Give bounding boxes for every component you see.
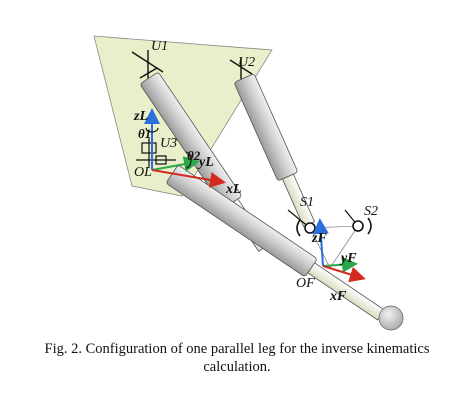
label-zL: zL [133,109,148,124]
u3-joint-icon [136,138,176,168]
figure-caption: Fig. 2. Configuration of one parallel le… [0,340,474,376]
yF-axis [322,256,358,273]
label-zF: zF [311,231,327,246]
yL-axis [151,156,200,173]
label-yF: yF [339,251,357,266]
caption-line-2: calculation. [203,359,271,375]
label-u3: U3 [160,136,177,151]
label-oL: OL [134,165,152,180]
label-theta2: θ2 [187,148,201,163]
caption-line-1: Fig. 2. Configuration of one parallel le… [44,341,430,357]
s2-joint-icon [352,220,364,232]
foot [378,305,404,331]
xF-axis [322,265,366,283]
theta1-rotation-icon [145,127,159,133]
xL-axis [151,169,226,188]
label-xL: xL [225,182,242,197]
label-yL: yL [197,155,214,170]
label-u1: U1 [151,39,168,54]
label-oF: OF [296,276,315,291]
theta2-rotation-icon [185,151,192,169]
u2-joint-icon [229,58,253,82]
u1-joint-icon [131,50,164,80]
label-s1: S1 [300,195,314,210]
label-xF: xF [329,289,347,304]
label-s2: S2 [364,204,378,219]
label-theta1: θ1 [138,126,151,141]
zF-axis [312,218,329,267]
thigh-link [166,165,385,321]
label-u2: U2 [238,55,255,70]
link-2 [234,74,316,228]
